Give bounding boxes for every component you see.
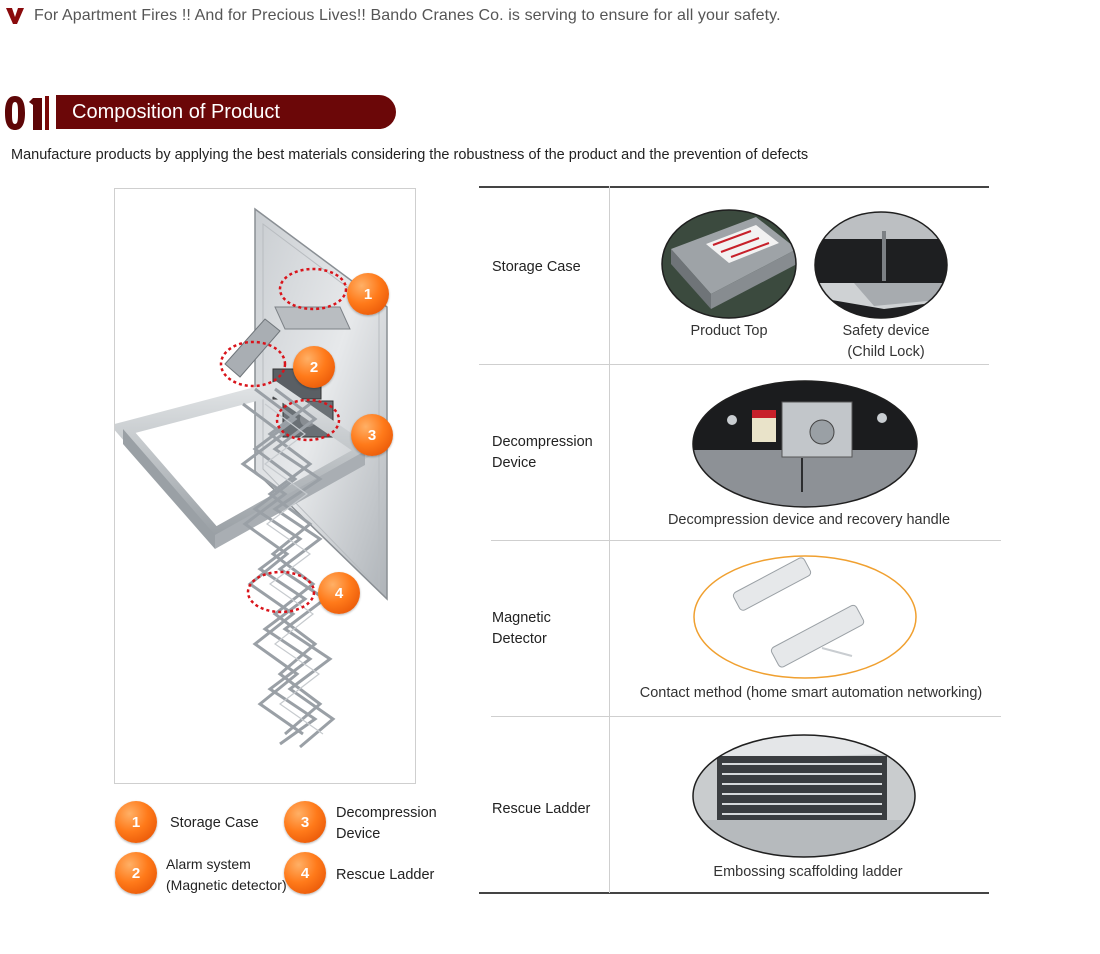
rescue-ladder-photo — [692, 734, 916, 858]
indicator-ellipse-2 — [219, 340, 287, 388]
marker-1: 1 — [347, 273, 389, 315]
product-diagram: 1 2 3 4 — [110, 188, 416, 784]
legend-label-storage-case: Storage Case — [170, 815, 259, 831]
magnetic-detector-photo — [693, 555, 917, 679]
legend-badge-1: 1 — [115, 801, 157, 843]
indicator-ellipse-1 — [278, 267, 348, 311]
row-label-storage-case: Storage Case — [492, 259, 581, 275]
column-divider — [609, 186, 610, 893]
decompression-device-photo — [692, 380, 918, 508]
row-divider — [491, 540, 1001, 541]
table-top-rule — [479, 186, 989, 188]
table-bottom-rule — [479, 892, 989, 894]
caption-rescue-ladder: Embossing scaffolding ladder — [713, 864, 903, 880]
component-legend: 1 Storage Case 3 Decompression Device 2 … — [112, 798, 462, 904]
caption-magnetic-detector: Contact method (home smart automation ne… — [639, 685, 983, 701]
legend-badge-2: 2 — [115, 852, 157, 894]
caption-decompression-device: Decompression device and recovery handle — [667, 512, 951, 528]
indicator-ellipse-3 — [275, 398, 341, 442]
section-title: Composition of Product — [72, 101, 280, 123]
marker-3: 3 — [351, 414, 393, 456]
marker-2: 2 — [293, 346, 335, 388]
legend-label-rescue-ladder: Rescue Ladder — [336, 867, 435, 883]
product-top-photo — [661, 209, 797, 319]
legend-badge-4: 4 — [284, 852, 326, 894]
caption-safety-device: Safety device (Child Lock) — [842, 323, 930, 360]
row-divider — [491, 716, 1001, 717]
row-label-rescue-ladder: Rescue Ladder — [492, 801, 591, 817]
section-heading: Composition of Product — [4, 93, 396, 133]
row-divider — [479, 364, 989, 365]
row-label-magnetic-detector: Magnetic Detector — [492, 610, 551, 647]
caption-product-top: Product Top — [690, 323, 768, 339]
marker-4: 4 — [318, 572, 360, 614]
intro-text: Manufacture products by applying the bes… — [11, 147, 809, 163]
section-title-bar: Composition of Product — [56, 95, 396, 129]
tagline: For Apartment Fires !! And for Precious … — [6, 4, 781, 28]
section-number-graphic — [5, 96, 49, 130]
indicator-ellipse-4 — [246, 570, 316, 614]
row-label-decompression-device: Decompression Device — [492, 434, 593, 471]
legend-label-decompression-device: Decompression Device — [336, 805, 437, 842]
child-lock-photo — [814, 211, 948, 319]
legend-label-alarm-system: Alarm system (Magnetic detector) — [166, 856, 287, 893]
tagline-text: For Apartment Fires !! And for Precious … — [34, 7, 781, 24]
v-mark-icon — [6, 8, 24, 24]
legend-badge-3: 3 — [284, 801, 326, 843]
component-table: Storage Case Product Top Safety device (… — [479, 186, 1003, 896]
